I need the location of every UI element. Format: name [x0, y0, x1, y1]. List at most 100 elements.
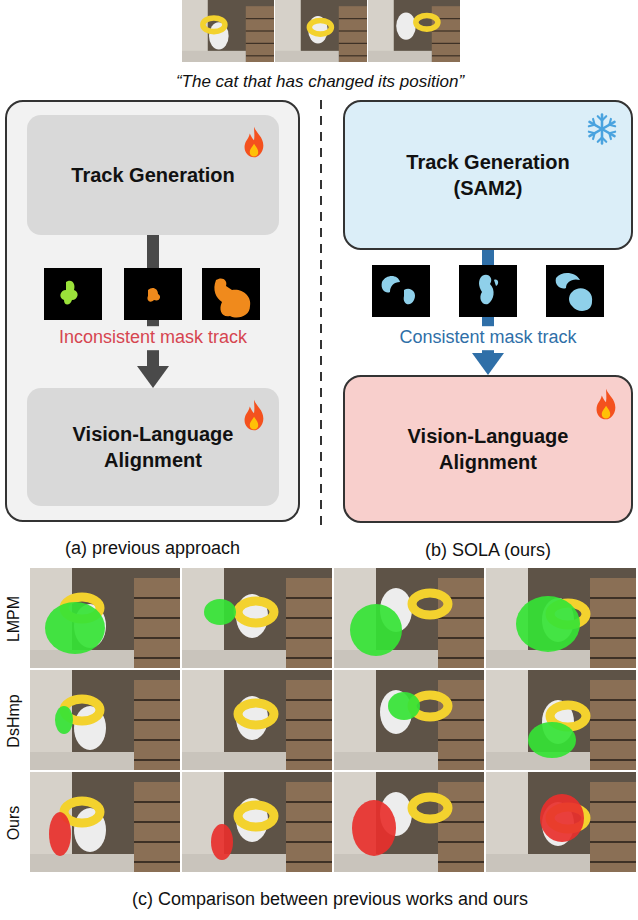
- shelf-line: [286, 801, 332, 803]
- photo-frame: [334, 772, 484, 872]
- spoke: [589, 129, 602, 136]
- shelf-line: [134, 841, 180, 843]
- photo-floor: [182, 650, 286, 668]
- snow-spoke: [598, 115, 607, 129]
- panel-caption: (b) SOLA (ours): [425, 540, 551, 562]
- comparison-grid: [30, 568, 636, 872]
- shelf-line: [590, 597, 636, 599]
- frozen-module-box: Track Generation (SAM2): [343, 100, 633, 250]
- photo-shelf: [286, 680, 332, 770]
- mask-thumb: [546, 265, 604, 317]
- photo-frame: [182, 568, 332, 668]
- photo-floor: [182, 51, 246, 62]
- mask-overlay: [45, 602, 105, 654]
- shelf-line: [286, 739, 332, 741]
- mask-overlay: [350, 604, 402, 656]
- spoke-branch: [607, 130, 615, 139]
- photo-floor: [334, 752, 438, 770]
- photo-ground: [486, 670, 636, 770]
- photo-frame: [30, 772, 180, 872]
- photo-floor: [182, 854, 286, 872]
- spoke: [601, 129, 604, 143]
- mask-overlay: [528, 722, 576, 758]
- shelf-line: [590, 719, 636, 721]
- shelf-line: [286, 841, 332, 843]
- edge-label: Consistent mask track: [394, 326, 581, 350]
- mask-blob: [214, 278, 250, 317]
- shelf-line: [286, 759, 332, 761]
- photo-floor: [486, 752, 590, 770]
- shelf-line: [246, 55, 274, 56]
- spoke-branch: [589, 130, 597, 139]
- box-label: Track Generation (SAM2): [388, 149, 588, 201]
- photo-frame: [182, 670, 332, 770]
- photo-ground: [334, 772, 484, 872]
- shelf-line: [438, 861, 484, 863]
- cat-ring: [238, 703, 274, 725]
- shelf-line: [134, 759, 180, 761]
- shelf-line: [590, 841, 636, 843]
- photo-shelf: [134, 578, 180, 668]
- photo-ground: [30, 568, 180, 668]
- shelf-line: [286, 821, 332, 823]
- photo-ground: [334, 670, 484, 770]
- shelf-line: [286, 719, 332, 721]
- shelf-line: [590, 699, 636, 701]
- mask-overlay: [55, 706, 73, 734]
- shelf-line: [286, 657, 332, 659]
- shelf-line: [432, 30, 460, 31]
- shelf-line: [134, 617, 180, 619]
- fire-icon: [241, 398, 267, 432]
- shelf-line: [339, 43, 367, 44]
- cat-ring: [412, 593, 448, 615]
- photo-ground: [30, 670, 180, 770]
- spoke-branch: [607, 119, 615, 128]
- photo-ground: [182, 568, 332, 668]
- mask-overlay: [516, 596, 580, 652]
- snow-spoke: [600, 125, 617, 140]
- photo-shelf: [286, 578, 332, 668]
- photo-ground: [334, 568, 484, 668]
- photo-ground: [30, 772, 180, 872]
- shelf-line: [134, 719, 180, 721]
- mask-blob: [556, 273, 593, 311]
- shelf-line: [339, 18, 367, 19]
- shelf-line: [590, 657, 636, 659]
- mask-overlay: [352, 800, 396, 856]
- photo-ground: [182, 772, 332, 872]
- trainable-module-box: Vision-Language Alignment: [343, 375, 633, 523]
- shelf-line: [590, 801, 636, 803]
- mask-thumb: [44, 268, 102, 320]
- mask-overlay: [211, 824, 233, 860]
- panel-fill: [6, 101, 299, 521]
- photo-floor: [368, 51, 432, 62]
- photo-floor: [275, 51, 339, 62]
- flame-inner: [250, 417, 259, 430]
- photo-shelf: [134, 680, 180, 770]
- shelf-line: [438, 739, 484, 741]
- mask-blob: [60, 281, 77, 305]
- box-label: Vision-Language Alignment: [53, 421, 253, 473]
- spoke-branch: [589, 119, 597, 128]
- snow-spoke: [587, 125, 604, 140]
- photo-frame: [275, 0, 367, 62]
- mask-track-b: [372, 265, 604, 317]
- panel-caption: (a) previous approach: [7, 538, 298, 560]
- photo-shelf: [339, 6, 367, 62]
- photo-frame: [182, 772, 332, 872]
- mask-blob: [147, 288, 160, 302]
- mask-thumb: [202, 268, 260, 320]
- arrow-head: [137, 366, 169, 388]
- flame-inner: [602, 406, 611, 419]
- shelf-line: [590, 739, 636, 741]
- mask-thumb: [372, 265, 430, 317]
- photo-ground: [182, 0, 274, 62]
- panel-box: (a) previous approachTrack GenerationVis…: [5, 100, 300, 522]
- shelf-line: [134, 699, 180, 701]
- photo-frame: [334, 670, 484, 770]
- photo-ground: [182, 670, 332, 770]
- shelf-line: [134, 597, 180, 599]
- spoke-branch: [598, 116, 607, 120]
- shelf-line: [590, 637, 636, 639]
